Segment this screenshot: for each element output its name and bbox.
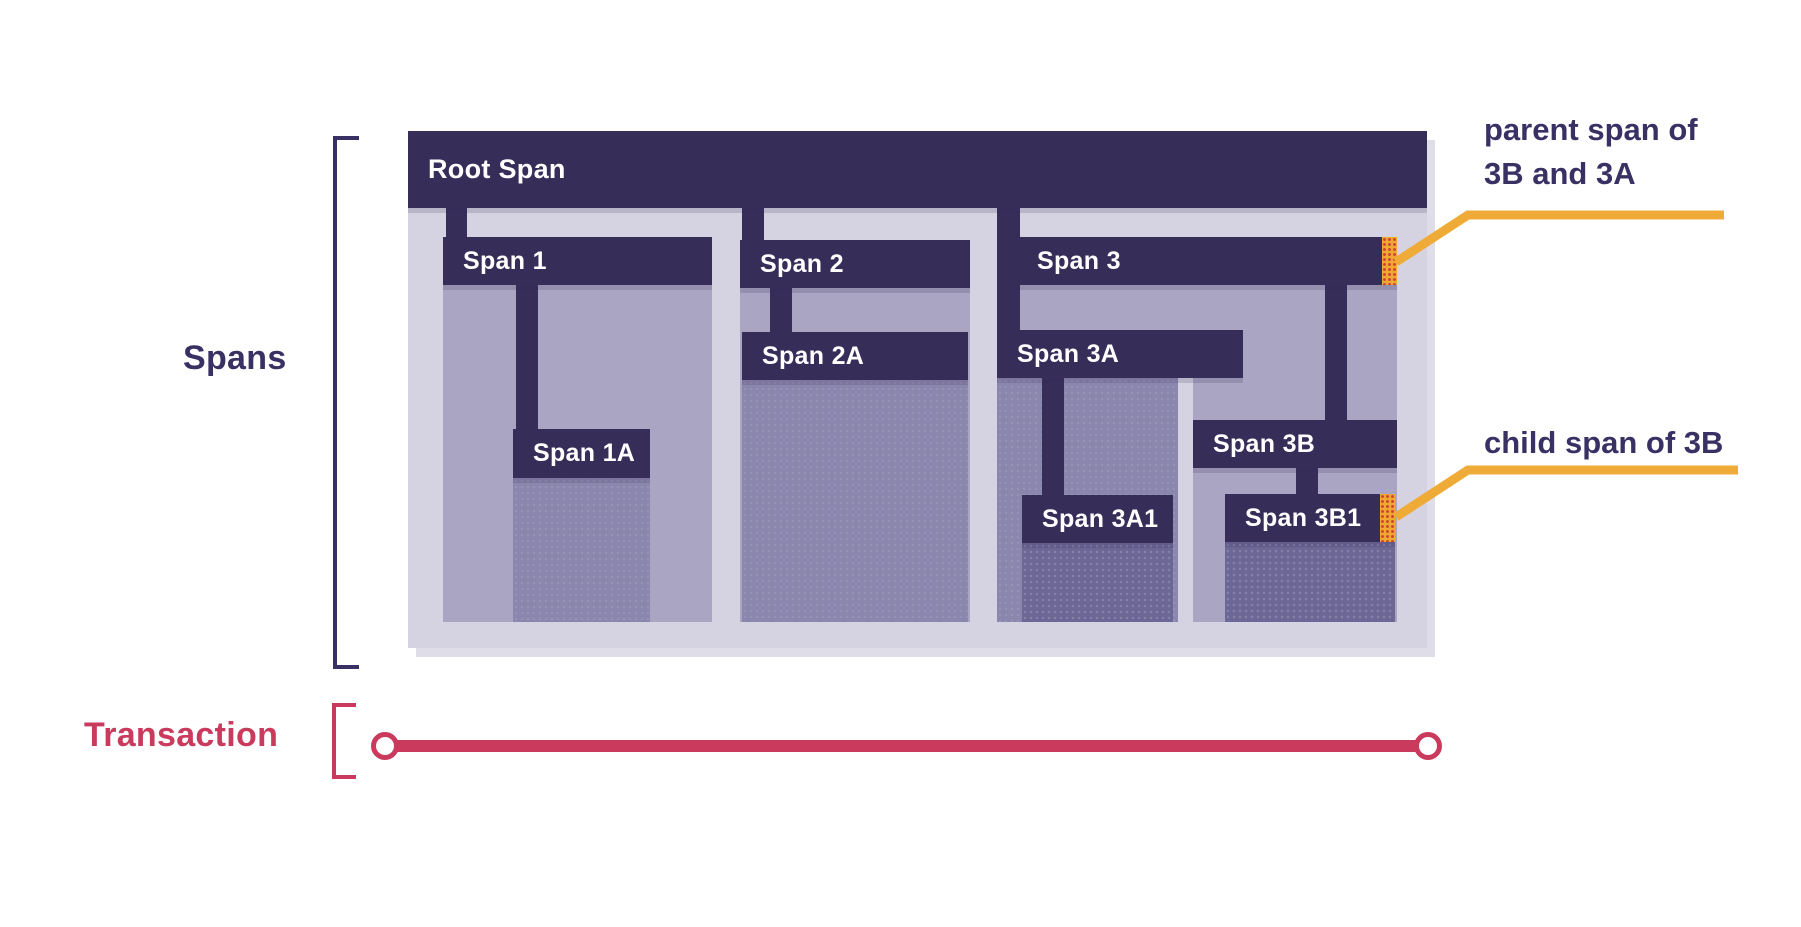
parent-annotation-label: parent span of 3B and 3A — [1484, 108, 1698, 196]
span-3b1-duration-fill — [1225, 542, 1395, 622]
connector-root-to-span3-and-span3a — [997, 208, 1020, 330]
transaction-bracket — [332, 703, 356, 779]
span-2-bar: Span 2 — [740, 240, 970, 288]
span-3a1-bar: Span 3A1 — [1022, 495, 1173, 543]
connector-span3a-to-span3a1 — [1042, 378, 1064, 495]
transaction-timeline — [385, 740, 1428, 752]
span-3b-bar: Span 3B — [1193, 420, 1397, 468]
span-3b1-bar: Span 3B1 — [1225, 494, 1395, 542]
span-2a-duration-fill — [742, 380, 968, 622]
transaction-end-circle — [1414, 732, 1442, 760]
span-1-label: Span 1 — [463, 246, 547, 275]
span-2a-bar: Span 2A — [742, 332, 968, 380]
connector-root-to-span2 — [742, 208, 764, 240]
span-2-label: Span 2 — [760, 249, 844, 278]
span-3a-bar: Span 3A — [997, 330, 1243, 378]
span-1a-bar: Span 1A — [513, 429, 650, 478]
child-annotation-label: child span of 3B — [1484, 425, 1724, 460]
span-3a-3b-divider — [1178, 378, 1193, 622]
connector-span3-to-span3b — [1325, 285, 1347, 420]
transaction-start-circle — [371, 732, 399, 760]
span-3-label: Span 3 — [1037, 246, 1121, 275]
span-3b1-child-marker — [1380, 494, 1395, 542]
connector-root-to-span1 — [446, 208, 467, 237]
span-3a-label: Span 3A — [1017, 339, 1120, 368]
root-span-bar: Root Span — [408, 131, 1427, 208]
span-3a1-duration-fill — [1022, 543, 1173, 622]
spans-bracket — [333, 136, 359, 669]
span-1a-duration-fill — [513, 478, 650, 622]
connector-span2-to-span2a — [770, 288, 792, 332]
parent-annotation-line1: parent span of — [1484, 112, 1698, 147]
parent-annotation-line — [1393, 210, 1724, 266]
span-1a-label: Span 1A — [533, 439, 636, 467]
span-3b-label: Span 3B — [1213, 429, 1316, 458]
spans-section-label: Spans — [183, 339, 287, 377]
connector-span3b-to-span3b1 — [1296, 468, 1318, 494]
span-2a-label: Span 2A — [762, 341, 865, 370]
span-1-bar: Span 1 — [443, 237, 712, 285]
connector-span1-to-span1a — [516, 285, 538, 429]
span-3a1-label: Span 3A1 — [1042, 504, 1159, 533]
child-annotation-line — [1393, 465, 1738, 521]
spans-panel: Root Span Span 1 Span 1A Span 2 Span 2A … — [408, 131, 1427, 648]
transaction-section-label: Transaction — [84, 716, 279, 754]
span-3-bar: Span 3 — [1017, 237, 1397, 285]
span-3b1-label: Span 3B1 — [1245, 503, 1362, 532]
root-span-label: Root Span — [428, 154, 566, 184]
parent-annotation-line2: 3B and 3A — [1484, 156, 1636, 191]
span-3-parent-marker — [1382, 237, 1397, 285]
